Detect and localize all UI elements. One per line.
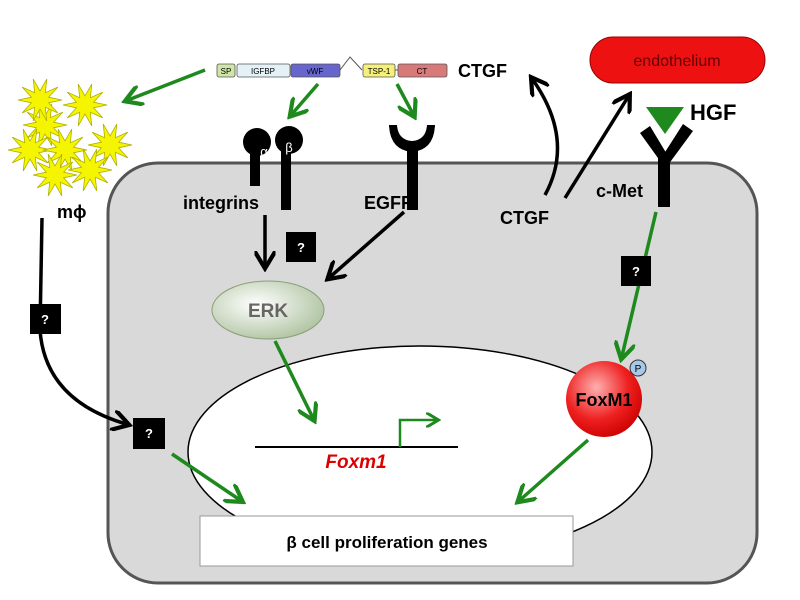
ctgf-top-label: CTGF [458, 61, 507, 81]
svg-text:vWF: vWF [307, 67, 324, 76]
egfr-receptor [389, 125, 435, 210]
phospho-icon [629, 359, 647, 377]
macrophage-label: mϕ [57, 202, 87, 222]
macrophage-star [22, 103, 68, 147]
genes-box [199, 515, 574, 567]
unknown-step-integrin: ? [286, 232, 316, 262]
unknown-step-cmet: ? [621, 256, 651, 286]
svg-text:IGFBP: IGFBP [251, 67, 275, 76]
svg-text:?: ? [297, 240, 305, 255]
svg-text:TSP-1: TSP-1 [368, 67, 391, 76]
domain-igfbp [236, 63, 291, 78]
svg-text:SP: SP [221, 67, 232, 76]
svg-text:?: ? [145, 426, 153, 441]
macrophage-cluster [7, 78, 133, 197]
foxm1-gene-label: Foxm1 [325, 452, 386, 473]
foxm1-protein [566, 361, 642, 437]
endothelium [589, 36, 766, 84]
arrow-foxm1-to-genes [520, 438, 590, 500]
macrophage-star [42, 128, 88, 172]
svg-text:CT: CT [417, 67, 428, 76]
foxm1-protein-label: FoxM1 [575, 390, 632, 410]
arrow-macrophage-to-unknown [38, 217, 126, 424]
arrow-vwf-to-integrin [292, 82, 320, 114]
arrow-erk-to-foxm1 [273, 340, 313, 418]
svg-text:P: P [635, 364, 642, 375]
integrin-beta [275, 126, 303, 154]
svg-text:?: ? [632, 264, 640, 279]
arrow-tsp1-to-egfr [395, 83, 413, 114]
endothelium-label: endothelium [633, 53, 720, 70]
svg-text:β: β [285, 140, 292, 155]
macrophage-star [62, 83, 108, 127]
macrophage-star [32, 153, 78, 197]
integrin-receptor: α β [243, 126, 303, 210]
ctgf-domain-structure: SP IGFBP vWF TSP-1 CT [216, 56, 448, 78]
unknown-step-macrophage: ? [30, 304, 61, 334]
unknown-step-nucleus: ? [133, 418, 165, 449]
arrow-ctgf-to-macrophage [128, 68, 206, 100]
integrin-alpha [243, 128, 271, 156]
arrow-ctgf-secretion [533, 80, 560, 196]
hgf-label: HGF [690, 100, 736, 125]
arrow-ctgf-to-endothelium [563, 97, 628, 199]
egfr-label: EGFR [364, 193, 414, 213]
domain-ct [397, 63, 448, 78]
arrow-unknown-to-genes [171, 452, 240, 500]
hinge [339, 56, 363, 71]
macrophage-star [87, 123, 133, 167]
arrows [38, 68, 658, 500]
cmet-label: c-Met [596, 181, 643, 201]
integrins-label: integrins [183, 193, 259, 213]
erk-label: ERK [248, 301, 288, 322]
macrophage-star [7, 128, 53, 172]
ctgf-inside-label: CTGF [500, 208, 549, 228]
hgf-ligand [646, 107, 684, 134]
genes-label: β cell proliferation genes [286, 533, 487, 552]
domain-sp [216, 63, 236, 78]
macrophage-star [17, 78, 63, 122]
cmet-receptor [640, 124, 693, 207]
promoter-arrow [398, 420, 436, 447]
erk [211, 280, 325, 340]
svg-text:?: ? [41, 312, 49, 327]
domain-vwf [290, 63, 341, 78]
arrow-egfr-to-erk [330, 210, 406, 277]
macrophage-star [67, 148, 113, 192]
svg-text:α: α [260, 144, 268, 159]
